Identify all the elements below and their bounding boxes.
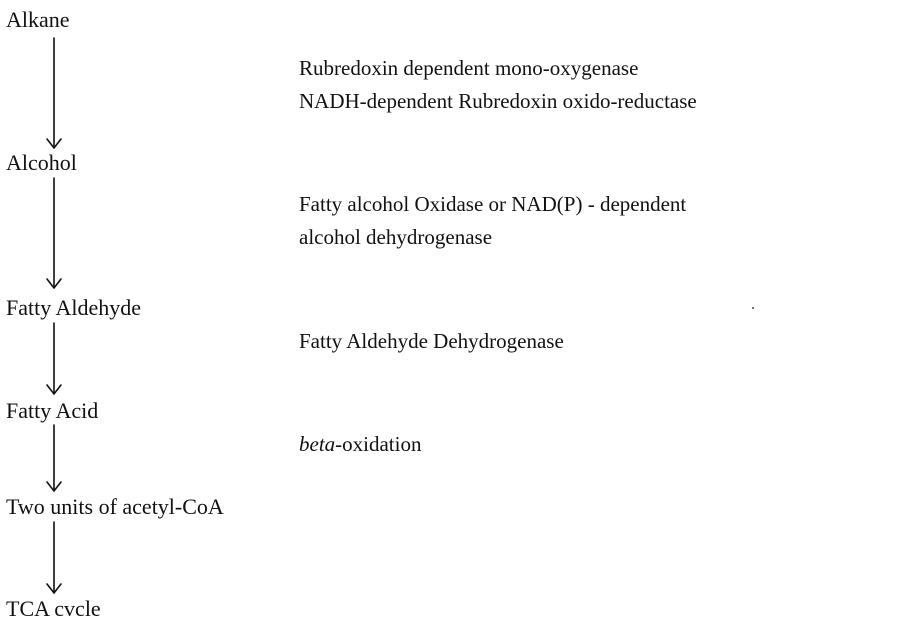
node-fatty-acid: Fatty Acid — [6, 398, 99, 423]
enzyme-rubredoxin-reductase: NADH-dependent Rubredoxin oxido-reductas… — [299, 89, 697, 113]
node-tca-cycle: TCA cvcle — [6, 596, 101, 621]
arrow-aldehyde-to-acid — [46, 322, 62, 396]
enzyme-monooxygenase: Rubredoxin dependent mono-oxygenase — [299, 56, 639, 80]
arrow-alcohol-to-aldehyde — [46, 177, 62, 290]
node-alkane: Alkane — [6, 7, 70, 32]
node-alcohol: Alcohol — [6, 150, 77, 175]
enzyme-fatty-alcohol-oxidase: Fatty alcohol Oxidase or NAD(P) - depend… — [299, 192, 687, 216]
oxidation-suffix: -oxidation — [335, 432, 422, 456]
node-fatty-aldehyde: Fatty Aldehyde — [6, 295, 142, 320]
beta-prefix: beta — [299, 432, 336, 456]
arrow-acetyl-coa-to-tca — [46, 521, 62, 595]
arrow-acid-to-acetyl-coa — [46, 424, 62, 493]
enzyme-beta-oxidation: beta-oxidation — [299, 428, 421, 461]
stray-dot — [752, 307, 754, 309]
enzyme-alcohol-dehydrogenase: alcohol dehydrogenase — [299, 225, 493, 249]
arrow-alkane-to-alcohol — [46, 37, 62, 150]
node-acetyl-coa: Two units of acetyl-CoA — [6, 494, 224, 519]
enzyme-fatty-aldehyde-dehydrogenase: Fatty Aldehyde Dehydrogenase — [299, 329, 564, 353]
